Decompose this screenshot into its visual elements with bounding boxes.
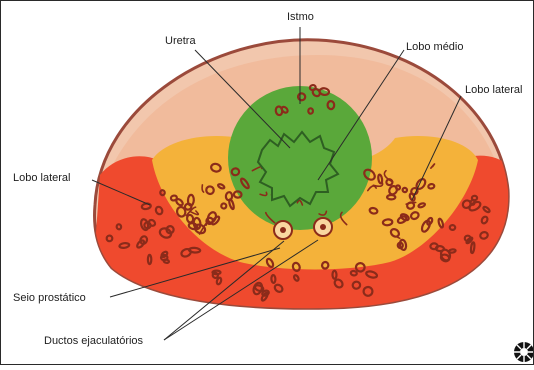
label-lobo-medio: Lobo médio [406, 41, 464, 54]
label-lobo-lateral-right: Lobo lateral [465, 84, 523, 97]
label-uretra: Uretra [165, 35, 196, 48]
label-ductos-ejaculatorios: Ductos ejaculatórios [44, 335, 143, 348]
camera-aperture-icon [514, 342, 534, 362]
label-seio-prostatico: Seio prostático [13, 292, 86, 305]
label-istmo: Istmo [287, 11, 314, 24]
label-lobo-lateral-left: Lobo lateral [13, 172, 71, 185]
